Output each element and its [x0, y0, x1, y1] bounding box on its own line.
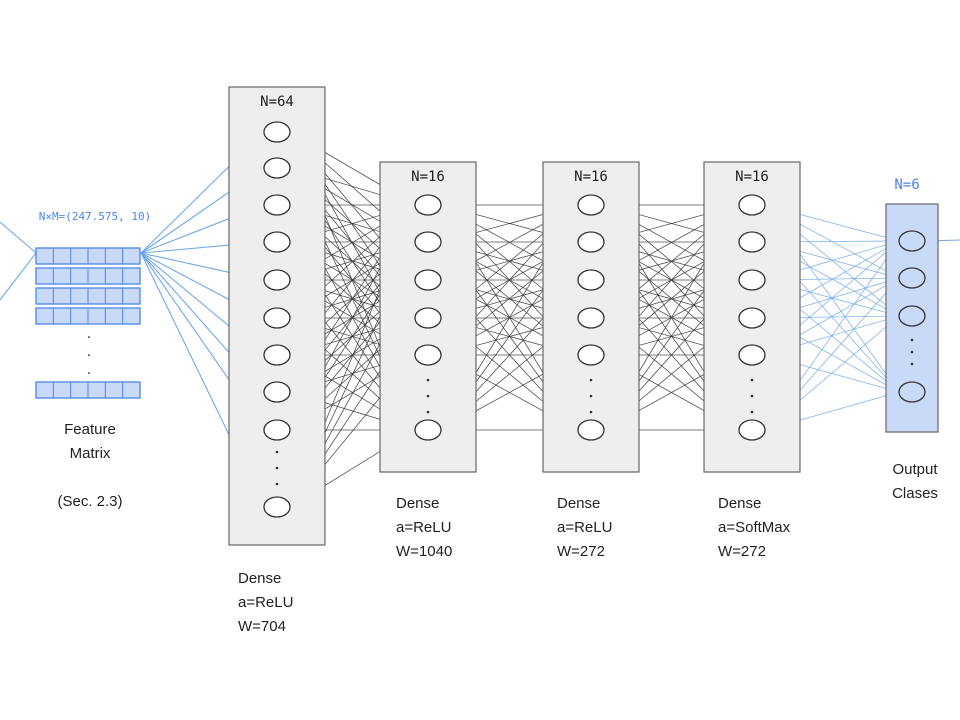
neuron: [414, 419, 442, 441]
output-size-label: N=6: [894, 177, 919, 193]
ellipsis-dot: [426, 394, 430, 398]
neuron-nodes: [263, 121, 926, 518]
neuron: [577, 344, 605, 366]
neuron: [577, 419, 605, 441]
output-neuron: [898, 305, 926, 327]
matrix-ellipsis: .: [87, 343, 91, 360]
connections: [0, 131, 960, 508]
output-caption-line1: Output: [892, 461, 938, 478]
dense3-activation: a=ReLU: [557, 519, 613, 536]
dense4-size-label: N=16: [735, 169, 769, 185]
neuron: [738, 231, 766, 253]
dense2-type: Dense: [396, 495, 440, 512]
neuron: [263, 194, 291, 216]
ellipsis-dot: [589, 378, 593, 382]
dense1-weights: W=704: [238, 618, 286, 635]
neuron: [263, 269, 291, 291]
neuron: [738, 344, 766, 366]
neuron: [738, 307, 766, 329]
neuron: [577, 307, 605, 329]
neuron: [263, 344, 291, 366]
dense3-size-label: N=16: [574, 169, 608, 185]
feature-matrix: N×M=(247.575, 10) . . .: [35, 210, 152, 399]
neuron: [263, 121, 291, 143]
ellipsis-dot: [589, 410, 593, 414]
feature-matrix-caption-line1: Feature: [64, 421, 116, 438]
neuron: [414, 269, 442, 291]
neuron: [263, 419, 291, 441]
neuron: [263, 157, 291, 179]
dense1-type: Dense: [238, 570, 282, 587]
input-edge: [0, 252, 37, 301]
dense2-caption: Dense a=ReLU W=1040: [396, 492, 452, 564]
ellipsis-dot: [750, 410, 754, 414]
output-caption: Output Clases: [870, 458, 960, 506]
dense1-size-label: N=64: [260, 94, 294, 110]
dense2-size-label: N=16: [411, 169, 445, 185]
dense4-caption: Dense a=SoftMax W=272: [718, 492, 790, 564]
neuron: [577, 194, 605, 216]
neuron: [263, 307, 291, 329]
ellipsis-dot: [426, 378, 430, 382]
neuron: [738, 269, 766, 291]
dense2-activation: a=ReLU: [396, 519, 452, 536]
neuron: [577, 231, 605, 253]
feature-matrix-reference: (Sec. 2.3): [57, 493, 123, 510]
neuron: [414, 194, 442, 216]
neuron: [414, 307, 442, 329]
neuron: [738, 419, 766, 441]
ellipsis-dot: [910, 362, 914, 366]
dense3-weights: W=272: [557, 543, 605, 560]
feature-matrix-shape-label: N×M=(247.575, 10): [39, 210, 152, 223]
output-neuron: [898, 381, 926, 403]
neuron: [263, 381, 291, 403]
matrix-ellipsis: .: [87, 361, 91, 378]
ellipsis-dot: [275, 450, 279, 454]
neuron: [577, 269, 605, 291]
neuron: [738, 194, 766, 216]
ellipsis-dot: [275, 482, 279, 486]
dense3-caption: Dense a=ReLU W=272: [557, 492, 612, 564]
ellipsis-dot: [589, 394, 593, 398]
dense4-weights: W=272: [718, 543, 766, 560]
layer-ellipses: [275, 338, 914, 486]
dense3-type: Dense: [557, 495, 601, 512]
input-edge: [0, 221, 37, 254]
dense4-type: Dense: [718, 495, 762, 512]
neuron: [263, 231, 291, 253]
ellipsis-dot: [275, 466, 279, 470]
ellipsis-dot: [750, 394, 754, 398]
output-caption-line2: Clases: [892, 485, 938, 502]
matrix-ellipsis: .: [87, 325, 91, 342]
ellipsis-dot: [910, 338, 914, 342]
dense1-caption: Dense a=ReLU W=704: [238, 567, 293, 639]
ellipsis-dot: [910, 350, 914, 354]
neuron: [414, 344, 442, 366]
dense4-activation: a=SoftMax: [718, 519, 791, 536]
output-neuron: [898, 230, 926, 252]
output-neuron: [898, 267, 926, 289]
neuron: [414, 231, 442, 253]
ellipsis-dot: [426, 410, 430, 414]
dense2-weights: W=1040: [396, 543, 453, 560]
ellipsis-dot: [750, 378, 754, 382]
feature-matrix-caption-line2: Matrix: [69, 445, 111, 462]
matrix-rows: [35, 247, 141, 399]
dense1-activation: a=ReLU: [238, 594, 294, 611]
feature-matrix-caption: Feature Matrix: [45, 418, 135, 466]
neuron: [263, 496, 291, 518]
